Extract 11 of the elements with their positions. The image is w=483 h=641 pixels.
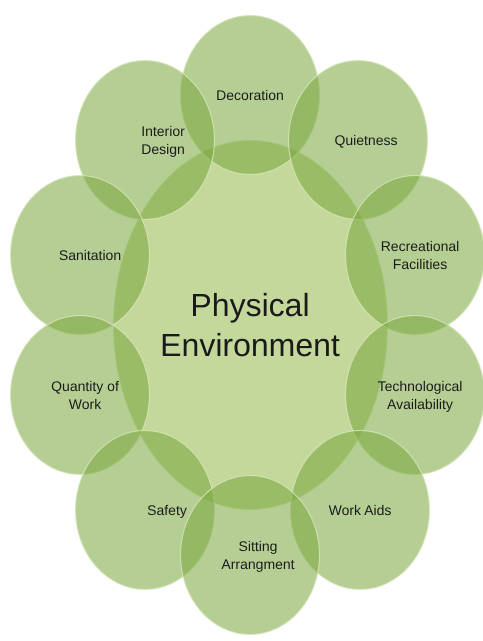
node-label: Quantity of Work <box>50 376 120 414</box>
node-label: Technological Availability <box>376 376 464 414</box>
node-label: Sitting Arrangment <box>220 536 296 574</box>
node-label: Interior Design <box>140 122 186 158</box>
node-label: Quietness <box>334 130 398 150</box>
node-label: Recreational Facilities <box>380 236 460 274</box>
node-label: Safety <box>147 500 187 520</box>
node-label: Decoration <box>216 86 284 104</box>
center-label: Physical Environment <box>159 286 341 365</box>
node-label: Sanitation <box>58 246 122 264</box>
node-label: Work Aids <box>328 500 392 520</box>
